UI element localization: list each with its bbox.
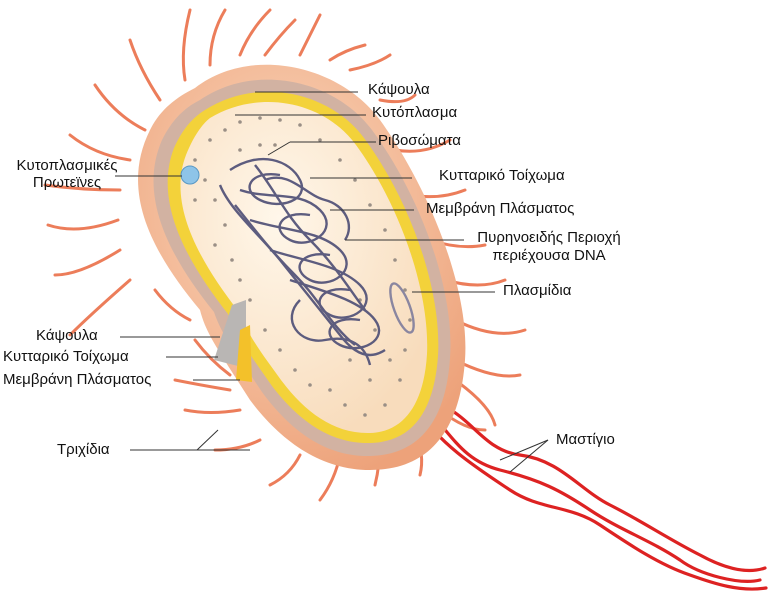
label-plasma-membrane-left: Μεμβράνη Πλάσματος [3, 372, 151, 388]
label-ribosomes: Ριβοσώματα [378, 133, 461, 149]
label-capsule-top: Κάψουλα [368, 82, 430, 98]
label-cell-wall-left: Κυτταρικό Τοίχωμα [3, 349, 129, 365]
cytoplasmic-protein-sphere [181, 166, 199, 184]
label-capsule-left: Κάψουλα [36, 328, 98, 344]
label-plasma-membrane-right: Μεμβράνη Πλάσματος [426, 201, 574, 217]
label-cell-wall-right: Κυτταρικό Τοίχωμα [439, 168, 565, 184]
label-cytoplasmic-proteins: Κυτοπλασμικές Πρωτεϊνες [2, 157, 132, 191]
label-nucleoid: Πυρηνοειδής Περιοχή περιέχουσα DNA [464, 229, 634, 265]
label-cytoplasm: Κυτόπλασμα [372, 105, 457, 121]
label-plasmids: Πλασμίδια [503, 283, 571, 299]
label-pili: Τριχίδια [57, 442, 110, 458]
label-flagellum: Μαστίγιο [556, 432, 615, 448]
